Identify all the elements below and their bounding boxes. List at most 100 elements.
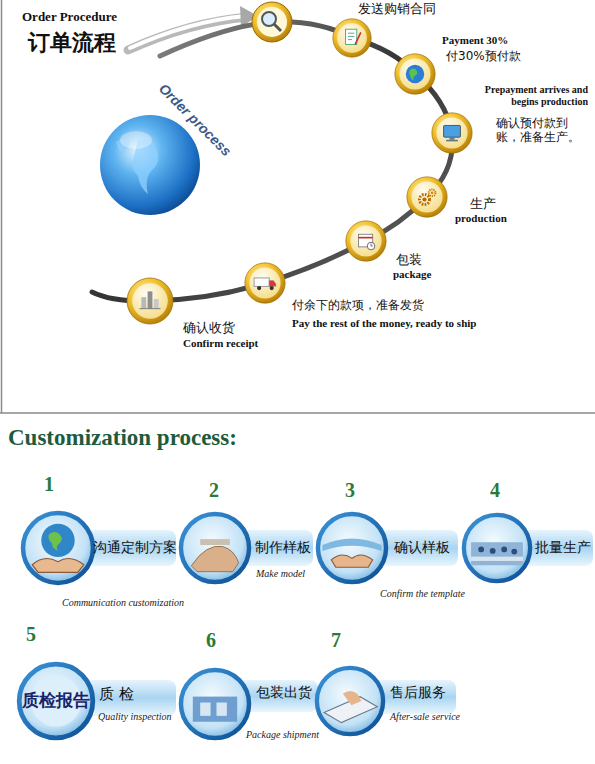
section-heading: 订单流程 <box>28 30 116 56</box>
icon-part <box>444 125 461 137</box>
step-text-en: Communication customization <box>62 597 184 609</box>
text-slot: 付30%预付款 <box>446 49 521 63</box>
step-text-en: Package shipment <box>246 729 319 741</box>
icon-part <box>333 19 371 57</box>
icon-shape <box>20 510 96 586</box>
text-slot: Prepayment arrives and begins production <box>474 84 588 108</box>
step-icon: Payment 30%付30%预付款 <box>394 53 436 95</box>
text-slot: package <box>393 268 432 281</box>
step-text: 沟通定制方案 <box>93 539 177 555</box>
step-text-en: Quality inspection <box>98 711 172 723</box>
icon-shape <box>314 665 386 737</box>
frame-line <box>0 412 595 414</box>
icon-part <box>471 557 523 561</box>
icon-shape <box>406 176 448 218</box>
section-heading: Customization process: <box>8 424 237 452</box>
step-text: 制作样板 <box>255 539 311 556</box>
icon-part <box>19 664 93 738</box>
icon-part <box>181 514 249 582</box>
step-text: 批量生产 <box>535 539 591 555</box>
magnifier-icon <box>262 12 276 26</box>
step-circle: 制作样板Make model <box>178 511 252 585</box>
icon-part <box>245 263 285 303</box>
text-slot: 生产 <box>470 196 496 212</box>
step-text-en: Make model <box>256 568 305 580</box>
callout-number: 3 <box>345 478 355 502</box>
text-slot: 包装 <box>396 252 422 268</box>
icon-part <box>193 697 237 722</box>
text-slot: 制作样板 <box>255 539 311 556</box>
step-icon: 确认收货Confirm receipt <box>126 277 174 325</box>
icon-shape <box>178 511 252 585</box>
text-slot: Confirm receipt <box>183 337 258 350</box>
icon-part <box>478 547 517 555</box>
icon-part <box>371 244 373 247</box>
text-slot: 5 <box>26 622 36 646</box>
icon-part <box>429 189 436 196</box>
globe-figure <box>100 115 200 215</box>
step-text: 生产 <box>470 196 496 212</box>
icon-part <box>346 29 357 44</box>
step-text-en: Payment 30% <box>442 34 508 47</box>
icon-part <box>395 54 435 94</box>
text-slot: Quality inspection <box>98 711 172 723</box>
step-icon: 生产production <box>406 176 448 218</box>
text-slot: Pay the rest of the money, ready to ship <box>292 317 476 330</box>
icon-part <box>478 547 484 553</box>
icon-part <box>409 68 417 80</box>
icon-part <box>446 140 458 142</box>
text-slot: Make model <box>256 568 305 580</box>
step-text-en: package <box>393 268 432 281</box>
icon-shape <box>178 667 252 741</box>
icon-part <box>141 297 146 309</box>
step-icon: 包装package <box>345 220 387 262</box>
icon-part <box>132 283 168 319</box>
step-text: 售后服务 <box>390 684 446 701</box>
text-slot: 2 <box>209 478 219 502</box>
icon-shape <box>461 512 533 584</box>
step-circle: 售后服务After-sale service <box>314 665 386 737</box>
step-text-en: Pay the rest of the money, ready to ship <box>292 317 476 330</box>
icon-part <box>127 278 173 324</box>
globe-shine <box>120 131 152 149</box>
text-slot: 6 <box>206 628 216 652</box>
icon-part <box>346 221 386 261</box>
text-slot: 质检报告 <box>20 690 92 710</box>
icon-part <box>490 548 496 554</box>
icon-part <box>422 197 426 201</box>
icon-part <box>249 267 280 298</box>
callout-number: 7 <box>331 628 341 652</box>
step-text: 付30%预付款 <box>446 49 521 63</box>
icon-part <box>154 299 159 309</box>
text-slot: After-sale service <box>390 711 460 723</box>
text-slot: Order Procedure <box>22 9 117 25</box>
step-text-en: Prepayment arrives and begins production <box>474 84 588 108</box>
icon-part <box>32 559 84 573</box>
step-text: 确认收货 <box>183 320 235 336</box>
icon-part <box>350 225 381 256</box>
text-slot: 确认收货 <box>183 320 235 336</box>
step-circle: 沟通定制方案Communication customization <box>20 510 96 586</box>
icon-part <box>436 117 467 148</box>
callout-number: 5 <box>26 622 36 646</box>
icon-part <box>431 192 434 195</box>
text-slot: Customization process: <box>8 424 237 452</box>
icon-part <box>358 237 372 239</box>
icon-part <box>200 703 210 716</box>
icon-part <box>432 113 472 153</box>
icon-part <box>471 542 523 565</box>
icon-shape <box>126 277 174 325</box>
step-text: 质 检 <box>99 685 134 703</box>
text-slot: 质 检 <box>99 685 134 703</box>
icon-part <box>318 514 386 582</box>
step-circle: 确认样板Confirm the template <box>315 511 389 585</box>
icon-part <box>337 23 367 53</box>
icon-part <box>348 33 354 39</box>
step-text: 包装出货 <box>256 684 312 701</box>
icon-part <box>355 32 361 44</box>
icon-part <box>148 291 153 308</box>
icon-part <box>501 547 507 553</box>
process-arc <box>92 22 452 301</box>
magnifier-icon <box>274 24 281 31</box>
